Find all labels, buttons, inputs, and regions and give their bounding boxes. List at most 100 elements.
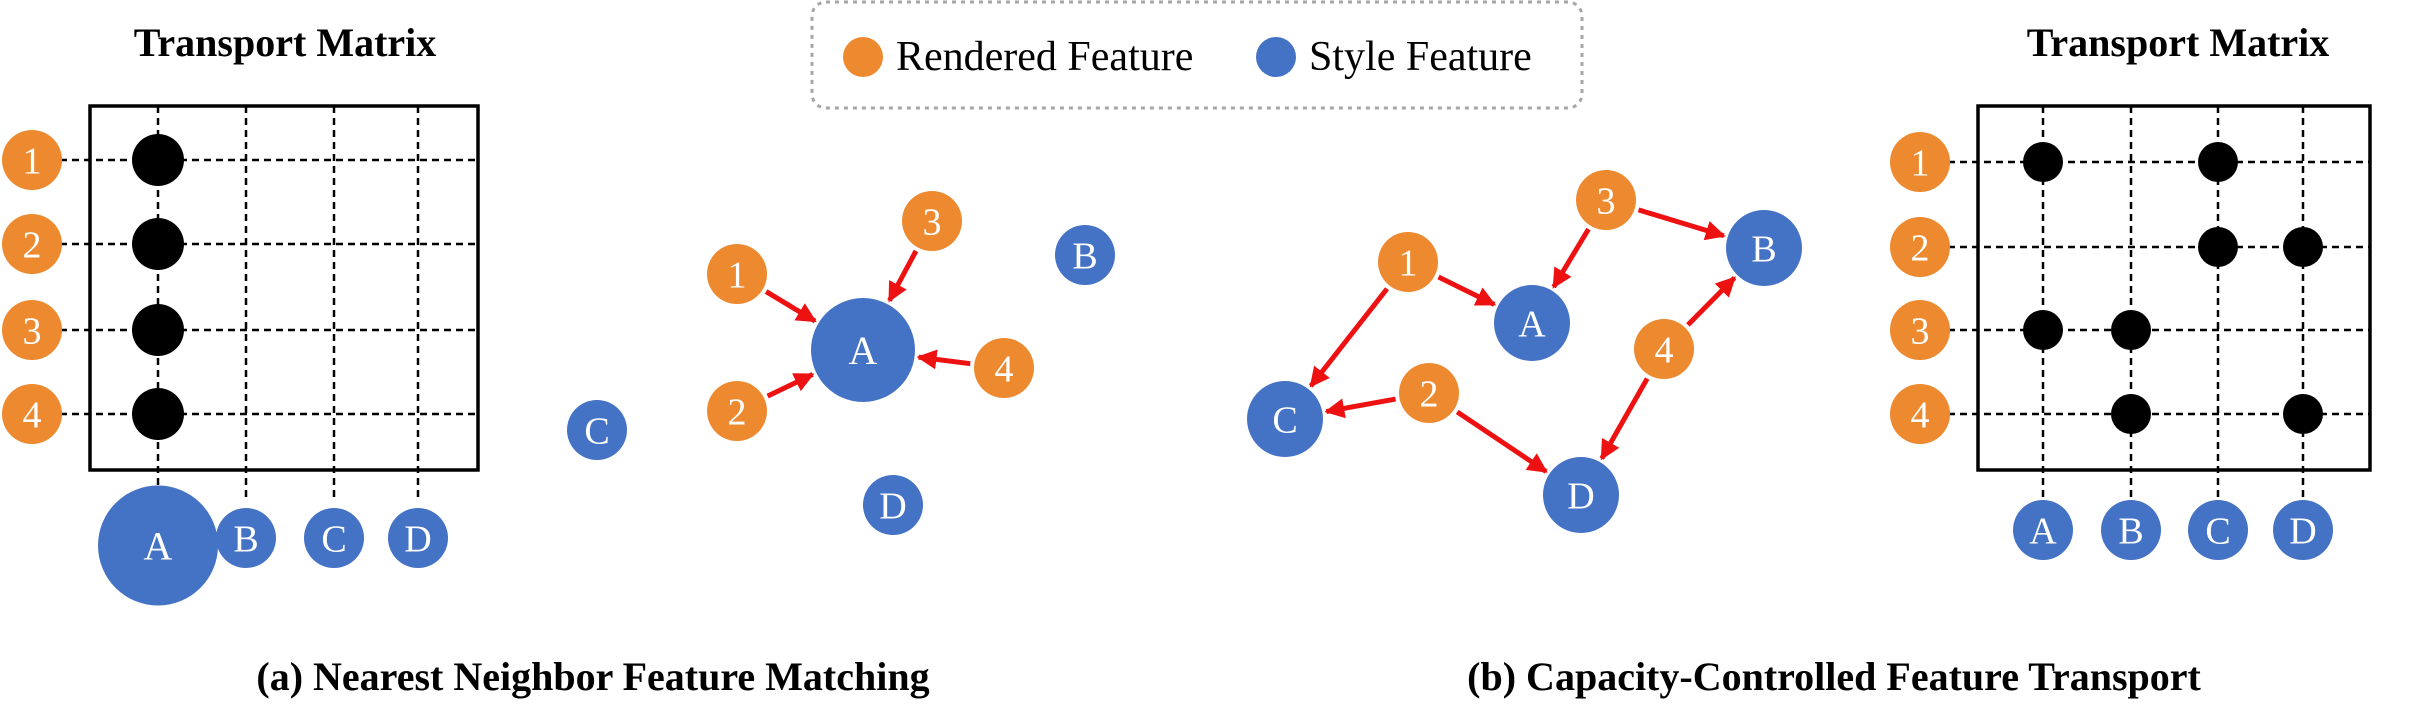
left-col-node-D-circle	[388, 508, 448, 568]
left-col-node-C: C	[304, 508, 364, 568]
right-edge-1-C	[1308, 287, 1389, 388]
right-row-node-1-circle	[1890, 132, 1950, 192]
right-graph-style-node-A-circle	[1494, 285, 1570, 361]
right-row-node-2: 2	[1890, 217, 1950, 277]
right-edge-3-A	[1551, 227, 1591, 289]
right-col-node-A-circle	[2013, 500, 2073, 560]
left-col-node-C-circle	[304, 508, 364, 568]
right-edge-1-A	[1437, 274, 1497, 307]
left-matrix-entries	[132, 134, 184, 440]
left-row-node-4-circle	[2, 384, 62, 444]
left-col-node-A-circle	[98, 485, 218, 606]
left-row-node-1-label: 1	[23, 140, 42, 182]
left-graph-rendered-node-2: 2	[707, 381, 767, 441]
right-graph-style-node-A: A	[1494, 285, 1570, 361]
left-col-node-B-circle	[216, 508, 276, 568]
right-caption: (b) Capacity-Controlled Feature Transpor…	[1467, 654, 2201, 699]
left-graph-rendered-node-4: 4	[974, 338, 1034, 398]
left-col-node-C-label: C	[321, 518, 346, 560]
left-graph-style-node-D-circle	[863, 475, 923, 535]
right-edge-4-B	[1686, 276, 1737, 327]
left-caption: (a) Nearest Neighbor Feature Matching	[256, 654, 929, 699]
right-edge-2-C	[1324, 396, 1396, 419]
left-matrix-dot-2A	[132, 218, 184, 270]
left-matrix-title: Transport Matrix	[134, 20, 437, 65]
legend-rendered-label: Rendered Feature	[896, 34, 1193, 80]
left-graph-style-node-D-label: D	[879, 485, 906, 527]
right-graph-style-node-C: C	[1247, 381, 1323, 457]
right-col-node-D-label: D	[2289, 510, 2316, 552]
left-row-node-2: 2	[2, 214, 62, 274]
left-edge-4-A	[916, 349, 971, 370]
left-graph-rendered-node-4-label: 4	[995, 348, 1014, 390]
right-matrix-dot-3B	[2111, 310, 2151, 350]
right-matrix-entries	[2023, 142, 2323, 434]
left-graph-style-node-D: D	[863, 475, 923, 535]
right-row-node-1-label: 1	[1911, 142, 1930, 184]
left-graph-style-node-B: B	[1055, 225, 1115, 285]
left-graph-style-node-C-circle	[567, 400, 627, 460]
right-graph-rendered-node-1-label: 1	[1399, 242, 1418, 284]
right-matrix-dot-2D	[2283, 227, 2323, 267]
legend-frame	[810, 0, 1584, 110]
right-matrix-dot-3A	[2023, 310, 2063, 350]
left-graph-style-node-C: C	[567, 400, 627, 460]
left-col-node-A: A	[98, 485, 218, 606]
right-matrix-dot-1C	[2198, 142, 2238, 182]
right-matrix-dot-2C	[2198, 227, 2238, 267]
left-row-node-1-circle	[2, 130, 62, 190]
right-graph-style-node-B-circle	[1726, 210, 1802, 286]
left-graph-style-node-B-label: B	[1072, 235, 1097, 277]
left-row-node-2-circle	[2, 214, 62, 274]
left-graph-rendered-node-3-label: 3	[923, 201, 942, 243]
left-matrix-dot-3A	[132, 304, 184, 356]
right-graph-rendered-node-3-label: 3	[1597, 180, 1616, 222]
left-edge-2-A	[766, 372, 815, 399]
left-graph-rendered-node-1-label: 1	[728, 254, 747, 296]
right-matrix-frame	[1976, 104, 2372, 472]
left-matrix-dot-4A	[132, 388, 184, 440]
right-row-node-3: 3	[1890, 300, 1950, 360]
legend-style-swatch	[1256, 37, 1296, 77]
right-graph-rendered-node-4-label: 4	[1655, 329, 1674, 371]
right-col-node-C: C	[2188, 500, 2248, 560]
left-graph-rendered-node-1-circle	[707, 244, 767, 304]
right-graph-rendered-node-3: 3	[1576, 170, 1636, 230]
legend-rendered-swatch	[843, 37, 883, 77]
right-col-node-D: D	[2273, 500, 2333, 560]
right-col-node-D-circle	[2273, 500, 2333, 560]
right-col-node-C-circle	[2188, 500, 2248, 560]
left-matrix-dot-1A	[132, 134, 184, 186]
left-graph-rendered-node-1: 1	[707, 244, 767, 304]
left-matrix-frame	[88, 104, 480, 472]
right-graph-rendered-node-1-circle	[1378, 232, 1438, 292]
left-row-node-4-label: 4	[23, 394, 42, 436]
right-graph-style-node-D-circle	[1543, 457, 1619, 533]
right-graph-style-node-C-circle	[1247, 381, 1323, 457]
left-row-node-2-label: 2	[23, 224, 42, 266]
left-edge-3-A	[887, 249, 919, 303]
left-graph-style-node-A-circle	[811, 298, 915, 402]
right-row-node-3-label: 3	[1911, 310, 1930, 352]
right-graph-rendered-node-2-circle	[1399, 363, 1459, 423]
right-graph-style-node-D-label: D	[1567, 475, 1594, 517]
right-graph-rendered-node-1: 1	[1378, 232, 1438, 292]
left-col-node-B: B	[216, 508, 276, 568]
right-graph-rendered-node-4-circle	[1634, 319, 1694, 379]
right-col-node-B-label: B	[2118, 510, 2143, 552]
right-edge-3-B	[1637, 207, 1726, 241]
right-col-node-B-circle	[2101, 500, 2161, 560]
right-row-node-3-circle	[1890, 300, 1950, 360]
right-row-node-2-label: 2	[1911, 227, 1930, 269]
right-graph-rendered-node-2: 2	[1399, 363, 1459, 423]
left-edge-1-A	[764, 289, 817, 324]
right-graph-style-node-C-label: C	[1272, 399, 1297, 441]
left-row-node-3-label: 3	[23, 310, 42, 352]
left-row-node-3-circle	[2, 300, 62, 360]
